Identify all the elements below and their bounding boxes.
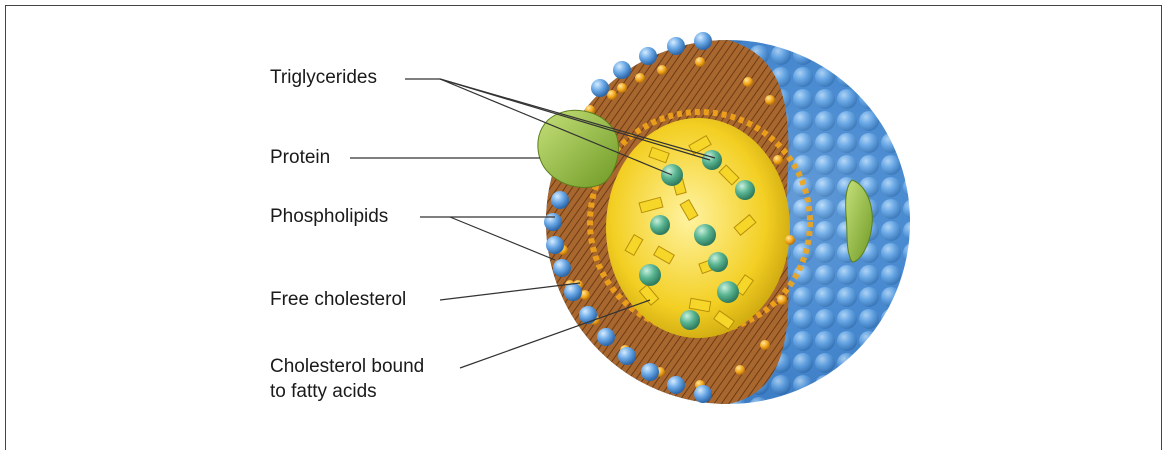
- label-triglycerides: Triglycerides: [270, 66, 377, 90]
- label-phospholipids: Phospholipids: [270, 205, 388, 229]
- label-protein: Protein: [270, 146, 330, 170]
- label-cholesterol-bound-line1: Cholesterol bound: [270, 355, 424, 379]
- lipoprotein-particle: [538, 32, 910, 404]
- apoprotein-left: [538, 110, 619, 187]
- label-free-cholesterol: Free cholesterol: [270, 288, 406, 312]
- label-cholesterol-bound-line2: to fatty acids: [270, 380, 377, 404]
- leader-free-cholesterol: [440, 283, 580, 300]
